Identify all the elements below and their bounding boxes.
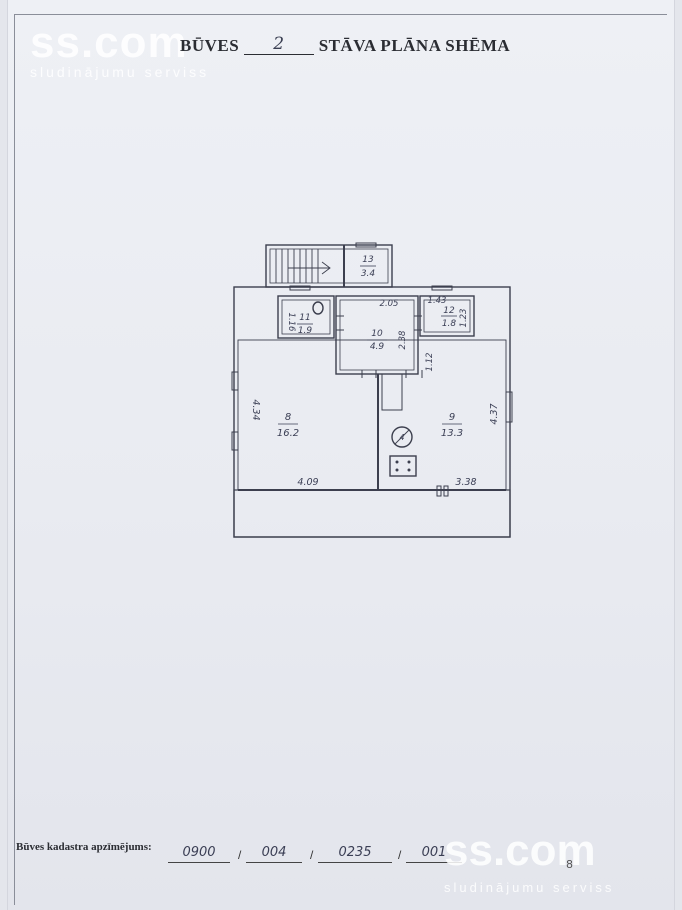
title-right: STĀVA PLĀNA SHĒMA xyxy=(318,36,511,55)
cadastre-separator-1: / xyxy=(238,848,242,862)
stove-label: 4 xyxy=(399,433,404,442)
dim-room9-side: 4.37 xyxy=(489,403,500,424)
cadastre-part-4: 001 xyxy=(406,845,462,863)
dim-room8-bottom: 4.09 xyxy=(297,477,318,488)
cadastre-part-1: 0900 xyxy=(168,845,230,863)
stove-circle xyxy=(391,426,413,448)
room-9-number: 9 xyxy=(449,412,455,423)
room-11-number: 11 xyxy=(299,313,310,323)
room-13-number: 13 xyxy=(362,255,374,265)
page-frame xyxy=(14,14,667,905)
dim-room9-bottom: 3.38 xyxy=(455,477,476,488)
room-10-area: 4.9 xyxy=(370,342,385,352)
cooktop-icon xyxy=(389,455,417,477)
windows xyxy=(231,242,513,497)
dim-room12-top: 1.43 xyxy=(428,296,447,306)
room-11-walls xyxy=(277,295,335,339)
cadastre-trailing-mark: 8 xyxy=(566,858,573,871)
cadastre-separator-3: / xyxy=(398,848,402,862)
cadastre-part-3: 0235 xyxy=(318,845,392,863)
room-12-area: 1.8 xyxy=(442,319,457,329)
dim-room12-side: 1.23 xyxy=(459,309,469,328)
room-8-area: 16.2 xyxy=(277,428,299,439)
room-8-number: 8 xyxy=(285,412,291,423)
toilet-icon xyxy=(312,301,324,315)
cadastre-part-2: 004 xyxy=(246,845,302,863)
doors xyxy=(336,315,423,378)
dim-room9-side-upper: 1.12 xyxy=(425,353,435,372)
room-13-area: 3.4 xyxy=(361,269,376,279)
room-12-number: 12 xyxy=(443,306,455,316)
room-labels: 13 3.4 11 1.9 10 4.9 12 1.8 8 16.2 9 13.… xyxy=(277,255,463,439)
room-10-number: 10 xyxy=(371,329,383,339)
dim-room11-side: 1.16 xyxy=(286,313,296,333)
cadastre-label: Būves kadastra apzīmējums: xyxy=(16,841,152,853)
document-sheet xyxy=(8,0,674,910)
room-9-area: 13.3 xyxy=(441,428,463,439)
title-left: BŪVES xyxy=(180,36,240,55)
staircase xyxy=(275,249,331,283)
floor-number-field: 2 xyxy=(243,34,314,55)
page-title: BŪVES 2 STĀVA PLĀNA SHĒMA xyxy=(180,34,511,57)
dim-room10-top: 2.05 xyxy=(380,299,399,309)
dim-room10-side: 2.38 xyxy=(398,330,408,350)
room-11-area: 1.9 xyxy=(298,326,313,336)
cadastre-separator-2: / xyxy=(310,848,314,862)
dimension-labels: 1.16 2.05 2.38 1.43 1.23 1.12 4.34 4.09 … xyxy=(250,296,500,488)
dim-room8-side: 4.34 xyxy=(250,399,261,420)
